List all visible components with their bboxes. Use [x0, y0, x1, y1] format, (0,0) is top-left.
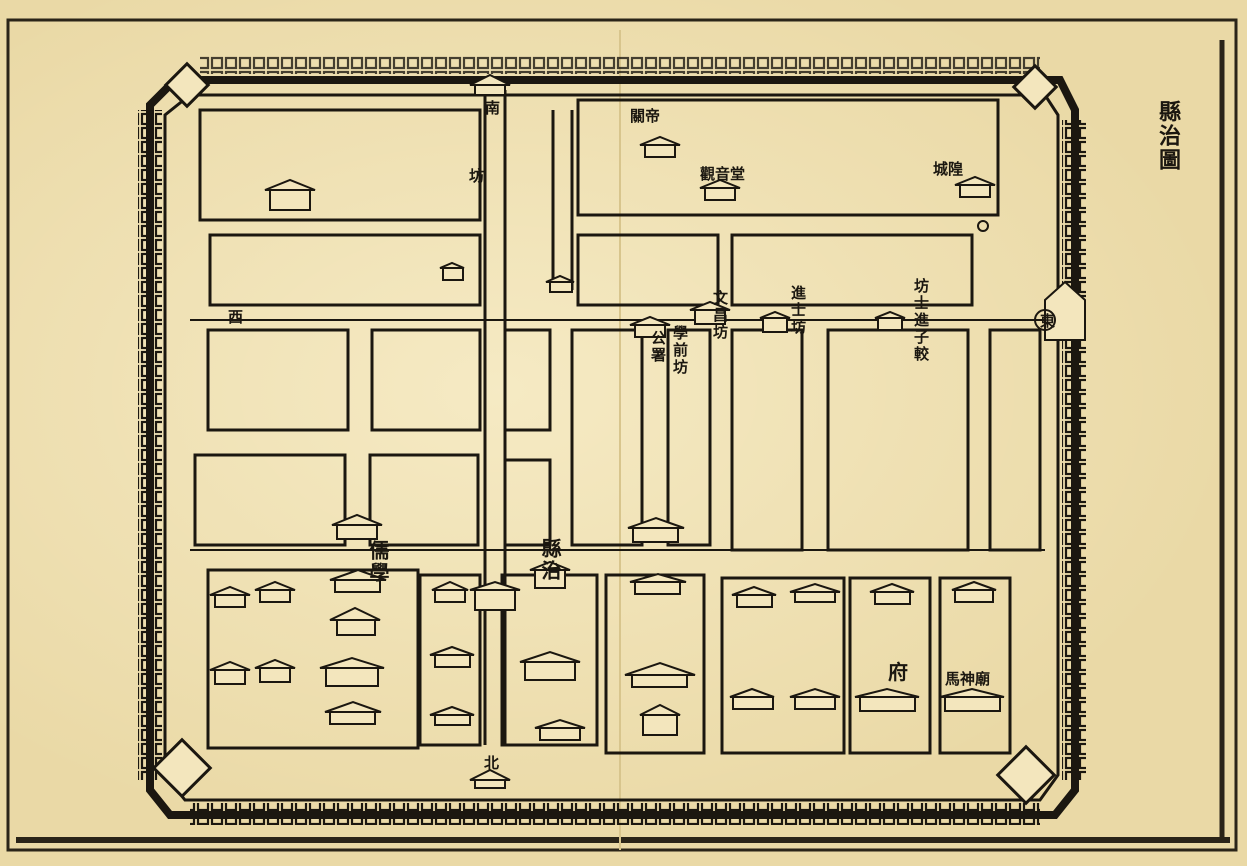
label-mazu-temple: 馬神廟 — [945, 670, 991, 688]
label-jinshi-arch: 坊士進子較 — [912, 278, 930, 363]
buildings — [209, 73, 1086, 789]
map-title: 縣治圖 — [1155, 100, 1181, 172]
label-guandi-temple: 關帝 — [630, 107, 661, 125]
label-county-office: 縣治 — [538, 538, 562, 582]
label-chenghuang-temple: 城隍 — [933, 160, 964, 178]
label-xuefang: 學前坊 — [671, 325, 689, 376]
street-grid — [190, 90, 1045, 755]
label-guanyin-hall: 觀音堂 — [700, 165, 746, 183]
label-county-school: 儒學 — [366, 540, 390, 584]
label-north-gate: 北 — [484, 754, 500, 772]
label-south-ward: 坊 — [467, 168, 485, 185]
label-wenchang-ward: 文昌坊 — [711, 290, 729, 341]
label-office: 公署 — [649, 330, 667, 364]
page-frame — [6, 18, 1238, 852]
label-jinshi-ward: 進士坊 — [789, 285, 807, 336]
label-prefecture-office: 府 — [888, 660, 908, 684]
city-wall — [138, 56, 1086, 825]
label-west-gate: 西 — [228, 308, 244, 326]
label-east-gate: 東 — [1040, 312, 1056, 330]
label-south-gate: 南 — [483, 100, 501, 117]
